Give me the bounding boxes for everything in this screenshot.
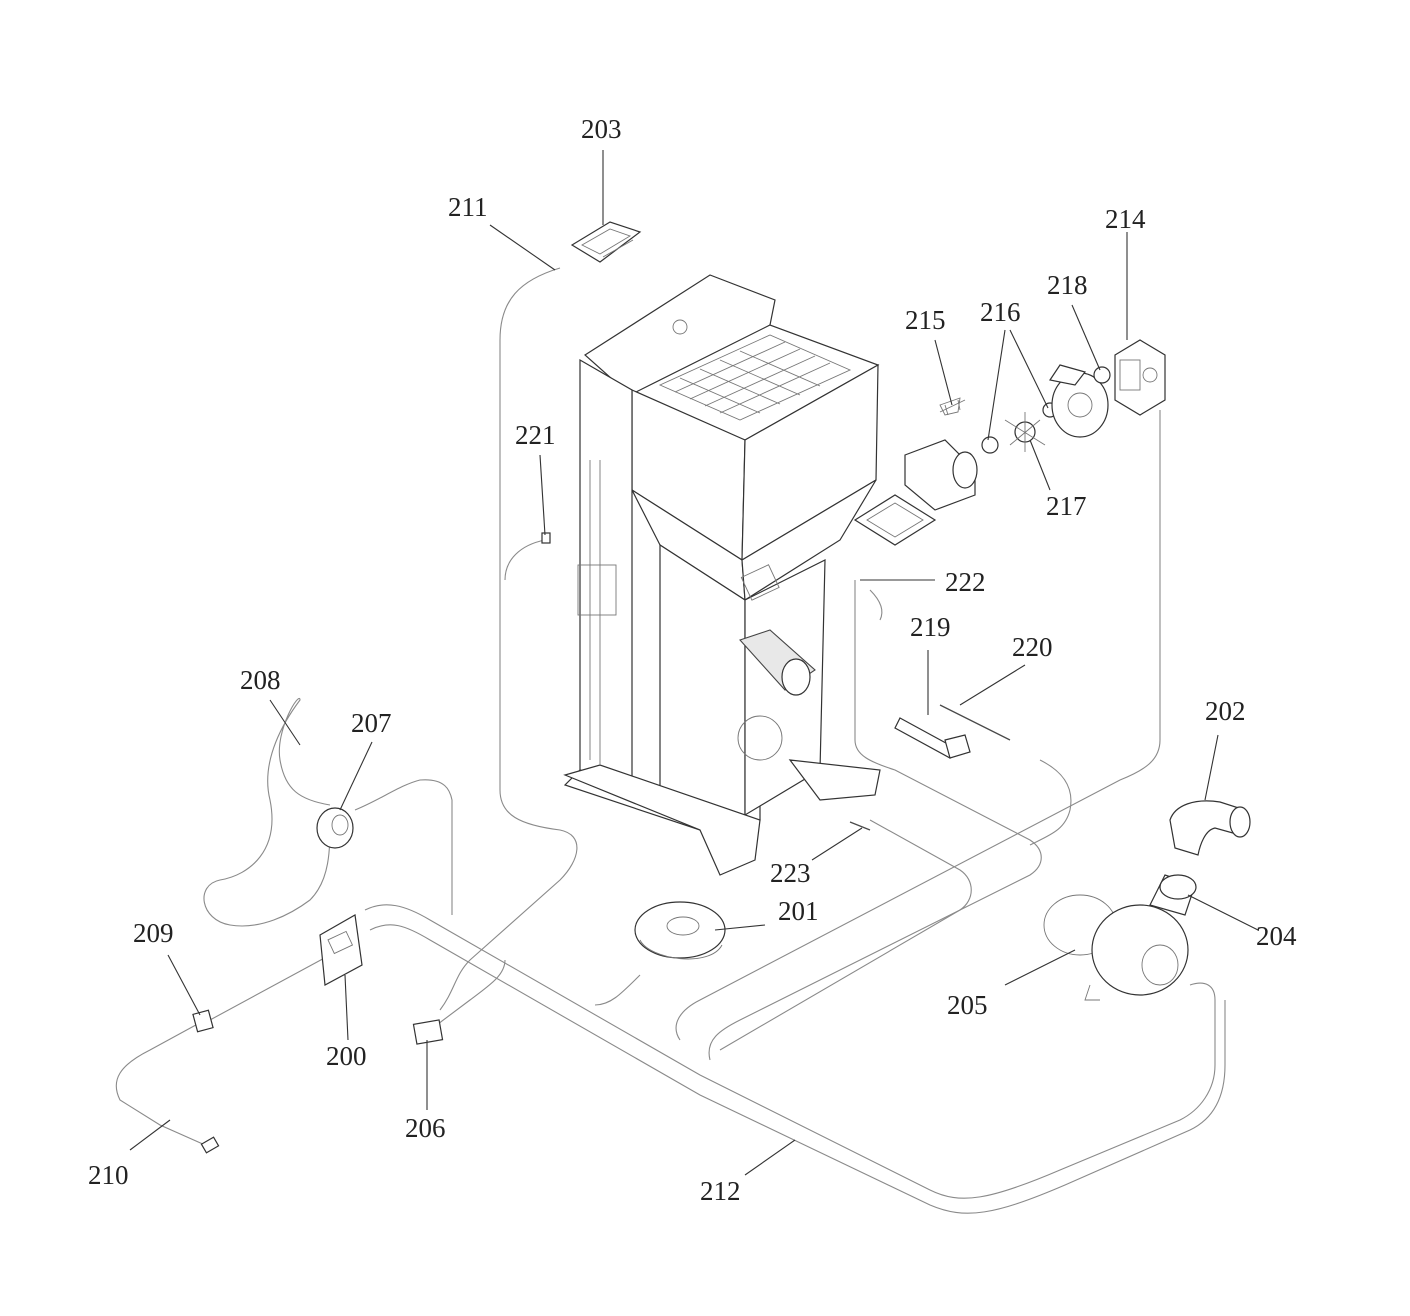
callout-218: 218 <box>1047 270 1088 300</box>
connector-209 <box>192 1009 214 1033</box>
callout-206: 206 <box>405 1113 446 1143</box>
callout-217: 217 <box>1046 491 1087 521</box>
callout-208: 208 <box>240 665 281 695</box>
pump-housing-214 <box>1114 339 1166 416</box>
callout-211: 211 <box>448 192 488 222</box>
circuit-board-200 <box>319 914 363 986</box>
callout-219: 219 <box>910 612 951 642</box>
callout-222: 222 <box>945 567 986 597</box>
callout-204: 204 <box>1256 921 1297 951</box>
leader-lines <box>129 150 1259 1176</box>
pump-cover-216 <box>1049 364 1109 438</box>
impeller-217 <box>1004 412 1046 452</box>
control-display <box>570 221 642 263</box>
callout-202: 202 <box>1205 696 1246 726</box>
callout-210: 210 <box>88 1160 129 1190</box>
probe-219-220 <box>894 704 1011 759</box>
callout-200: 200 <box>326 1041 367 1071</box>
callout-214: 214 <box>1105 204 1146 234</box>
callout-212: 212 <box>700 1176 741 1206</box>
callout-201: 201 <box>778 896 819 926</box>
fan-201 <box>634 901 726 960</box>
plug-210 <box>200 1136 220 1154</box>
callout-223: 223 <box>770 858 811 888</box>
callout-205: 205 <box>947 990 988 1020</box>
callout-215: 215 <box>905 305 946 335</box>
blower-205 <box>1043 874 1197 1001</box>
wiring-harness <box>115 267 1226 1214</box>
sensor-221 <box>541 532 551 544</box>
callout-216: 216 <box>980 297 1021 327</box>
callout-220: 220 <box>1012 632 1053 662</box>
elbow-202 <box>1169 800 1251 856</box>
callout-207: 207 <box>351 708 392 738</box>
feed-motor-assembly <box>853 339 1166 546</box>
callout-209: 209 <box>133 918 174 948</box>
part-215 <box>939 399 966 416</box>
pressure-switch-207 <box>316 807 354 849</box>
callout-221: 221 <box>515 420 556 450</box>
callout-203: 203 <box>581 114 622 144</box>
component-206 <box>412 1019 444 1045</box>
boiler-body <box>563 274 881 876</box>
screw-223 <box>849 821 871 831</box>
